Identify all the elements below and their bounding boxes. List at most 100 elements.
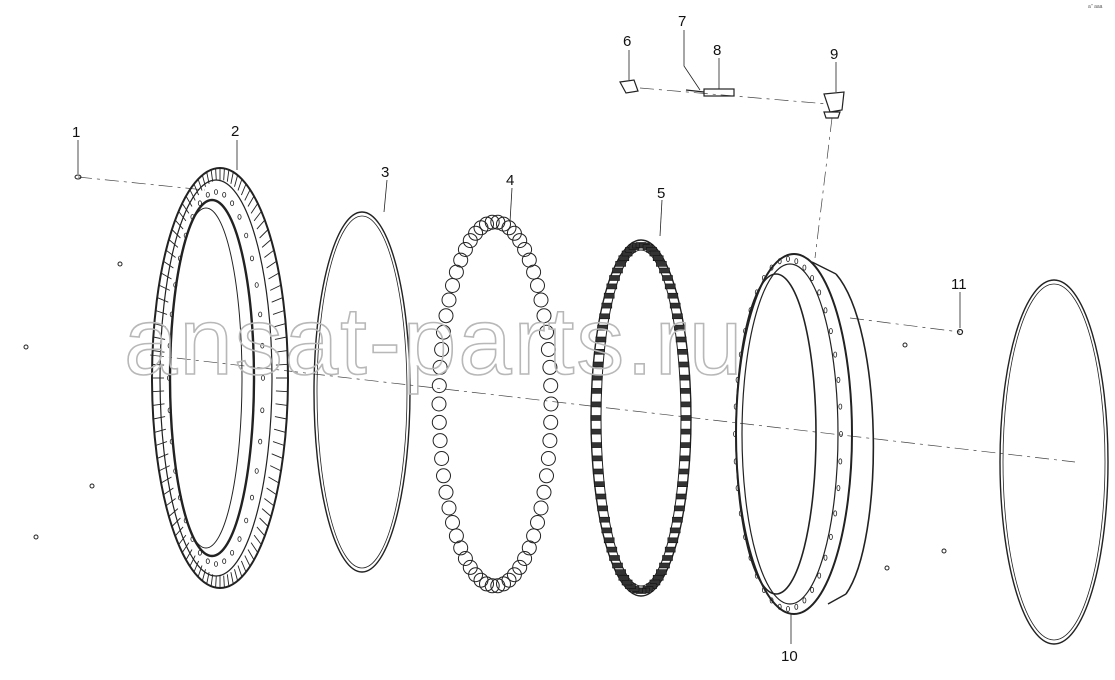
bearing-ball xyxy=(434,451,450,466)
ring-tooth xyxy=(189,555,196,567)
cage-roller xyxy=(664,546,676,553)
cage-roller xyxy=(669,527,681,534)
ring-tooth xyxy=(244,189,251,201)
leader-4 xyxy=(509,187,513,223)
bearing-ball xyxy=(501,220,517,236)
ring-tooth xyxy=(168,239,179,248)
cage-roller xyxy=(612,267,623,274)
leader-3 xyxy=(383,179,388,213)
ring-bolt-hole xyxy=(260,375,265,381)
ring-tooth xyxy=(174,526,184,537)
ring-tooth xyxy=(152,350,165,353)
bearing-ball xyxy=(453,252,469,268)
ring-bolt-hole xyxy=(260,407,265,414)
ring-tooth xyxy=(206,171,210,184)
ring-tooth xyxy=(266,487,277,496)
bearing-ball xyxy=(536,308,552,324)
ring-tooth xyxy=(271,453,283,459)
bearing-ring-hole xyxy=(738,510,743,517)
bearing-ring-hole xyxy=(802,597,807,604)
bearing-ring-hole xyxy=(777,603,782,610)
cage-roller xyxy=(672,516,683,523)
bearing-ball xyxy=(517,551,533,566)
part-1-bolt xyxy=(74,174,82,180)
ring-bolt-hole xyxy=(177,255,182,262)
assembly-axis-fitting xyxy=(849,317,961,333)
ring-tooth xyxy=(178,211,187,222)
assembly-axis-plug xyxy=(814,117,833,259)
ring-tooth xyxy=(181,203,190,214)
ring-tooth xyxy=(244,555,251,567)
cage-roller xyxy=(667,292,679,299)
cage-roller xyxy=(601,302,613,309)
bearing-ball xyxy=(431,396,447,412)
ring-tooth xyxy=(226,574,230,587)
ring-tooth xyxy=(178,534,187,545)
retaining-ring-inner xyxy=(1002,283,1106,641)
bearing-ball xyxy=(530,515,545,530)
bearing-ring-hole xyxy=(838,403,843,410)
callout-6: 6 xyxy=(623,33,631,50)
cage-roller xyxy=(679,455,691,462)
hardware-dot xyxy=(117,261,123,267)
assembly-axis-bolt xyxy=(77,176,206,191)
cage-roller xyxy=(591,455,603,462)
bearing-ring-hole xyxy=(743,533,747,540)
bearing-ball xyxy=(432,433,448,449)
ring-tooth xyxy=(201,175,206,187)
hardware-dot xyxy=(33,534,39,540)
bearing-ball xyxy=(496,576,511,592)
ring-bolt-hole xyxy=(167,407,172,414)
cage-roller xyxy=(680,442,691,448)
bearing-ball xyxy=(479,216,494,232)
bearing-ring-hole xyxy=(794,603,799,610)
leader-lines xyxy=(77,30,961,644)
ring-tooth xyxy=(165,498,176,507)
callout-7: 7 xyxy=(678,13,686,30)
callout-4: 4 xyxy=(506,172,514,189)
ring-bolt-hole xyxy=(190,214,195,220)
cage-roller xyxy=(612,562,623,569)
seal-ring-outer xyxy=(313,211,411,573)
part-5-roller-cage xyxy=(590,239,692,597)
bearing-ring-hole xyxy=(802,264,807,271)
ring-bolt-hole xyxy=(222,558,227,564)
bearing-ball xyxy=(457,551,473,566)
bearing-ring-hole xyxy=(838,458,843,465)
callouts: 1 2 3 4 5 6 7 8 9 10 11 xyxy=(72,13,967,665)
cage-roller xyxy=(595,336,607,343)
cage-roller xyxy=(597,324,608,331)
cage-roller xyxy=(606,546,618,553)
ring-tooth xyxy=(152,403,165,406)
bearing-ring-hole xyxy=(839,430,843,437)
cage-roller xyxy=(615,261,626,267)
bearing-ring-hole xyxy=(786,606,790,613)
bearing-ring-hole xyxy=(733,430,737,437)
ring-tooth xyxy=(261,508,272,517)
ring-inner-lip xyxy=(169,207,243,549)
cage-roller xyxy=(675,493,687,500)
bearing-ring-hole xyxy=(786,255,790,262)
bearing-ball xyxy=(506,567,522,583)
callout-8: 8 xyxy=(713,42,721,59)
ring-tooth xyxy=(271,297,283,303)
cage-roller xyxy=(669,302,681,309)
bearing-ball xyxy=(436,324,451,340)
leader-7 xyxy=(683,30,701,91)
ring-bolt-hole xyxy=(183,517,188,524)
ring-bolt-hole xyxy=(244,517,249,524)
bearing-ring-hole xyxy=(817,289,822,296)
ring-tooth xyxy=(226,169,230,182)
ring-bolt-hole xyxy=(260,342,265,349)
ring-bolt-hole xyxy=(230,200,235,207)
part-8-sleeve xyxy=(703,88,735,97)
hardware-dot xyxy=(89,483,95,489)
ring-tooth xyxy=(193,560,200,573)
ring-tooth xyxy=(234,569,239,581)
bearing-ring-hole xyxy=(769,597,774,604)
cage-roller xyxy=(591,388,602,394)
ring-tooth xyxy=(165,249,176,258)
ring-bolt-hole xyxy=(213,189,218,195)
cage-rollers xyxy=(590,242,692,594)
cage-roller xyxy=(609,275,620,281)
